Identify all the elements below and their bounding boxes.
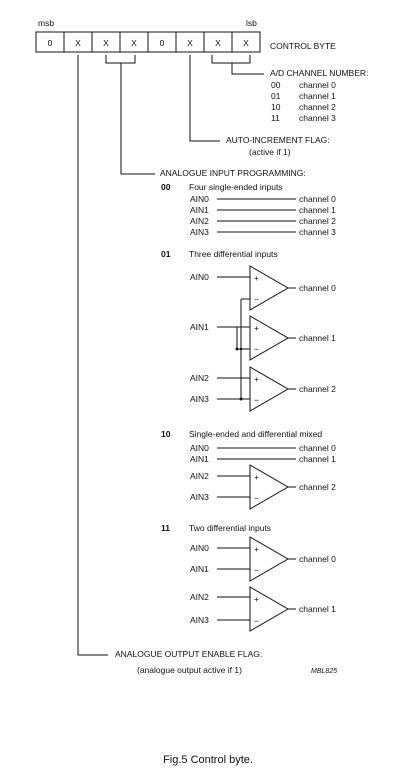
mode-01-code: 01 xyxy=(161,249,171,259)
mode-01-ain1: AIN1 xyxy=(190,322,209,332)
bit-1: X xyxy=(215,38,221,48)
ad-channel-bracket xyxy=(211,55,251,64)
mode-11-title: Two differential inputs xyxy=(189,523,271,533)
mode-00-title: Four single-ended inputs xyxy=(189,182,283,192)
mode-11-ain3: AIN3 xyxy=(190,615,209,625)
mode-01-ain2: AIN2 xyxy=(190,373,209,383)
mode-00-section: 00 Four single-ended inputs AIN0 channel… xyxy=(161,182,336,237)
mode-00-ain3: AIN3 xyxy=(190,227,209,237)
ad-code-01: 01 xyxy=(271,91,281,101)
bit-5: X xyxy=(103,38,109,48)
mode-01-opamp-2 xyxy=(249,366,289,412)
msb-label: msb xyxy=(38,18,54,28)
ad-code-10: 10 xyxy=(271,102,281,112)
analogue-output-title: ANALOGUE OUTPUT ENABLE FLAG: xyxy=(115,649,262,659)
analogue-input-bracket xyxy=(105,55,136,64)
mode-01-channel-2: channel 2 xyxy=(299,384,336,394)
mode-01-ain0: AIN0 xyxy=(190,272,209,282)
mode-00-channel-3: channel 3 xyxy=(299,227,336,237)
mode-01-section: 01 Three differential inputs AIN0 AIN1 A… xyxy=(161,249,336,412)
mode-00-code: 00 xyxy=(161,182,171,192)
mode-00-channel-0: channel 0 xyxy=(299,194,336,204)
mode-10-ain3: AIN3 xyxy=(190,492,209,502)
analogue-output-leader xyxy=(77,55,108,656)
ad-channel-title: A/D CHANNEL NUMBER: xyxy=(270,68,368,78)
mode-11-ain2: AIN2 xyxy=(190,592,209,602)
mode-11-ain0: AIN0 xyxy=(190,543,209,553)
mode-10-code: 10 xyxy=(161,429,171,439)
mode-10-section: 10 Single-ended and differential mixed A… xyxy=(161,429,336,510)
mode-01-ain3: AIN3 xyxy=(190,394,209,404)
mode-01-opamp-0 xyxy=(249,265,289,311)
mode-01-title: Three differential inputs xyxy=(189,249,278,259)
mode-10-title: Single-ended and differential mixed xyxy=(189,429,322,439)
mode-10-ain0: AIN0 xyxy=(190,443,209,453)
ad-channel-1: channel 1 xyxy=(299,91,336,101)
control-byte-label: CONTROL BYTE xyxy=(270,41,336,51)
reference-code: MBL825 xyxy=(311,668,337,675)
mode-01-opamp-0-minus: − xyxy=(254,294,259,304)
mode-11-opamp-1-plus: + xyxy=(254,594,259,604)
mode-10-ain1: AIN1 xyxy=(190,454,209,464)
figure-caption: Fig.5 Control byte. xyxy=(163,754,253,766)
mode-01-opamp-1-plus: + xyxy=(254,323,259,333)
bit-2: X xyxy=(187,38,193,48)
ad-code-00: 00 xyxy=(271,80,281,90)
mode-11-opamp-1 xyxy=(249,586,289,632)
lsb-label: lsb xyxy=(246,18,257,28)
mode-01-channel-0: channel 0 xyxy=(299,283,336,293)
mode-10-channel-1: channel 1 xyxy=(299,454,336,464)
ad-channel-leader xyxy=(231,63,264,75)
mode-01-opamp-1 xyxy=(249,315,289,361)
bit-7: 0 xyxy=(48,38,53,48)
analogue-output-note: (analogue output active if 1) xyxy=(137,665,242,675)
auto-increment-title: AUTO-INCREMENT FLAG: xyxy=(226,135,330,145)
mode-10-opamp-plus: + xyxy=(254,472,259,482)
mode-11-opamp-0-minus: − xyxy=(254,565,259,575)
analogue-input-leader xyxy=(120,63,155,175)
mode-00-channel-2: channel 2 xyxy=(299,216,336,226)
mode-01-channel-1: channel 1 xyxy=(299,333,336,343)
bit-4: X xyxy=(131,38,137,48)
mode-11-section: 11 Two differential inputs AIN0 AIN1 + −… xyxy=(161,523,336,632)
mode-11-code: 11 xyxy=(161,523,170,533)
mode-01-opamp-2-plus: + xyxy=(254,374,259,384)
mode-11-channel-1: channel 1 xyxy=(299,604,336,614)
mode-01-opamp-0-plus: + xyxy=(254,273,259,283)
mode-10-ain2: AIN2 xyxy=(190,471,209,481)
control-byte-register: 0 X X X 0 X X X xyxy=(35,31,261,53)
mode-10-channel-0: channel 0 xyxy=(299,443,336,453)
auto-increment-leader xyxy=(189,55,220,142)
mode-01-opamp-2-minus: − xyxy=(254,395,259,405)
mode-00-ain0: AIN0 xyxy=(190,194,209,204)
auto-increment-note: (active if 1) xyxy=(249,147,291,157)
mode-11-opamp-0 xyxy=(249,536,289,582)
ad-channel-0: channel 0 xyxy=(299,80,336,90)
mode-00-ain2: AIN2 xyxy=(190,216,209,226)
mode-01-opamp-1-minus: − xyxy=(254,344,259,354)
mode-11-opamp-0-plus: + xyxy=(254,544,259,554)
ad-code-11: 11 xyxy=(271,113,280,123)
ad-channel-3: channel 3 xyxy=(299,113,336,123)
analogue-input-title: ANALOGUE INPUT PROGRAMMING: xyxy=(160,168,306,178)
mode-11-ain1: AIN1 xyxy=(190,564,209,574)
mode-00-ain1: AIN1 xyxy=(190,205,209,215)
ad-channel-2: channel 2 xyxy=(299,102,336,112)
mode-11-channel-0: channel 0 xyxy=(299,554,336,564)
mode-10-channel-2: channel 2 xyxy=(299,482,336,492)
bit-0: X xyxy=(243,38,249,48)
mode-10-opamp-minus: − xyxy=(254,493,259,503)
bit-6: X xyxy=(75,38,81,48)
mode-10-opamp xyxy=(249,464,289,510)
mode-00-channel-1: channel 1 xyxy=(299,205,336,215)
mode-11-opamp-1-minus: − xyxy=(254,616,259,626)
bit-3: 0 xyxy=(160,38,165,48)
